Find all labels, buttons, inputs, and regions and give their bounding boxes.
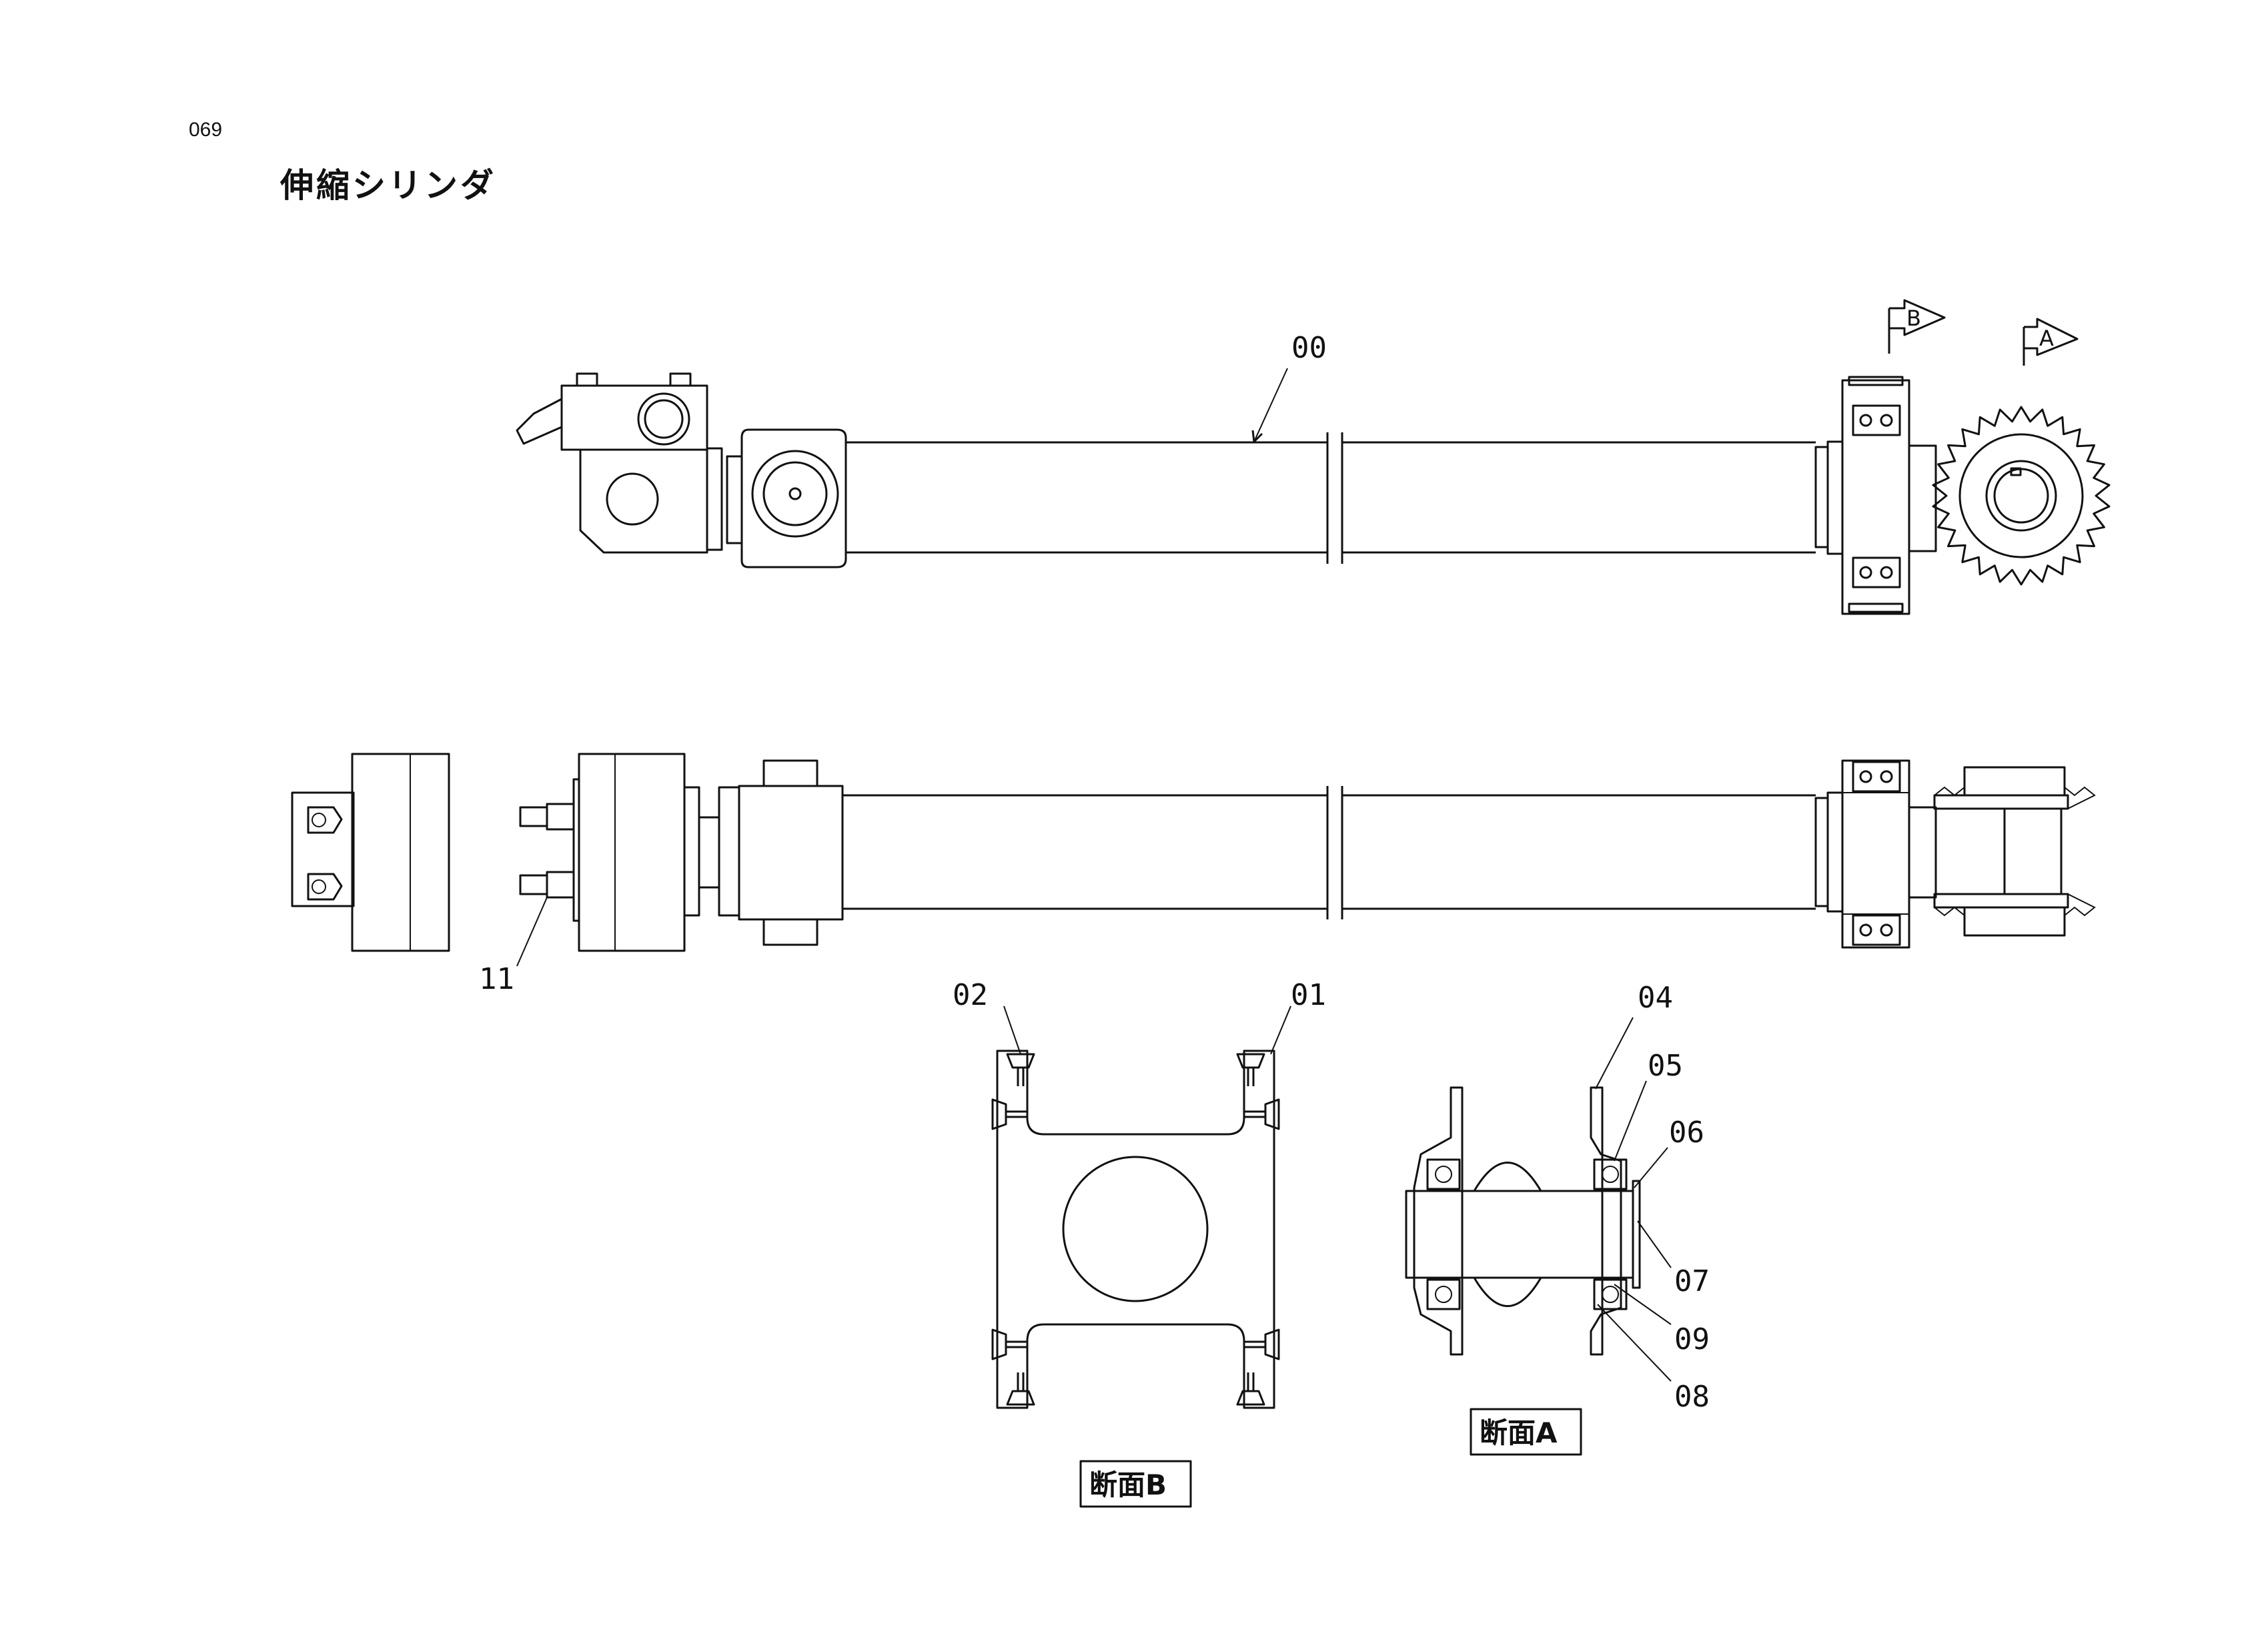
section-a-view: 04 05 06 07 09 08 断面A [1405, 981, 1710, 1456]
label-08: 08 [1597, 1304, 1710, 1414]
top-view: 00 B A [516, 299, 2111, 615]
page-number: 069 [189, 119, 223, 141]
label-11: 11 [479, 897, 548, 996]
svg-text:02: 02 [953, 978, 988, 1012]
detached-block [291, 753, 450, 952]
svg-text:A: A [2039, 326, 2054, 351]
svg-text:06: 06 [1669, 1116, 1704, 1150]
svg-text:05: 05 [1648, 1049, 1683, 1083]
label-04: 04 [1595, 981, 1673, 1090]
side-clamp [1841, 759, 1910, 949]
end-cap [726, 428, 847, 568]
svg-text:断面B: 断面B [1089, 1469, 1167, 1501]
sprocket [1932, 406, 2111, 586]
svg-text:11: 11 [479, 962, 514, 996]
svg-text:04: 04 [1638, 981, 1673, 1015]
svg-text:00: 00 [1291, 331, 1327, 365]
section-b-view: 02 01 断面B [953, 978, 1326, 1508]
svg-text:断面A: 断面A [1480, 1416, 1558, 1449]
svg-text:08: 08 [1674, 1380, 1710, 1414]
side-sprocket [1908, 766, 2096, 937]
label-05: 05 [1614, 1049, 1683, 1162]
label-06: 06 [1634, 1116, 1704, 1188]
label-00: 00 [1251, 331, 1327, 443]
label-09: 09 [1614, 1284, 1710, 1356]
label-01: 01 [1270, 978, 1326, 1055]
section-flag-b: B [1888, 299, 1946, 354]
caption-section-b: 断面B [1079, 1460, 1192, 1508]
side-view: 11 [291, 753, 2096, 996]
svg-text:09: 09 [1674, 1322, 1710, 1356]
label-07: 07 [1637, 1220, 1710, 1298]
section-flag-a: A [2023, 318, 2079, 366]
clamp-block [1841, 376, 1937, 615]
head-block [516, 372, 723, 554]
svg-text:07: 07 [1674, 1264, 1710, 1298]
cylinder-head [578, 753, 844, 952]
cylinder-barrel [846, 432, 1844, 564]
svg-text:B: B [1906, 306, 1921, 331]
drawing-title: 伸縮シリンダ [280, 166, 496, 205]
label-02: 02 [953, 978, 1021, 1055]
svg-text:01: 01 [1291, 978, 1326, 1012]
fittings [519, 778, 580, 922]
caption-section-a: 断面A [1470, 1408, 1582, 1456]
side-barrel [842, 786, 1844, 919]
